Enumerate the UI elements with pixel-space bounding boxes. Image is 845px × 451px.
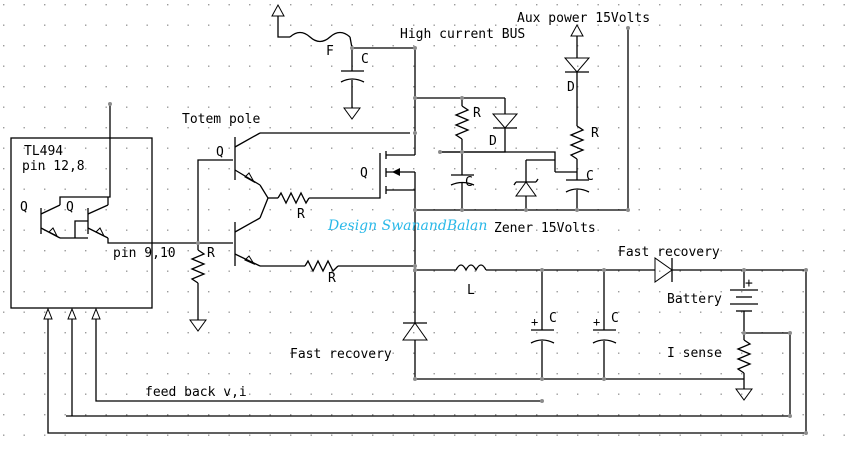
cropped-top-text: - - - <box>232 0 268 5</box>
mid-diode-label: D <box>489 134 497 149</box>
ground-i-sense <box>735 388 753 401</box>
output-capacitor-1-label: C <box>549 311 557 326</box>
battery-label: Battery <box>667 292 722 307</box>
aux-diode <box>563 57 591 73</box>
i-sense-label: I sense <box>667 346 722 361</box>
fuse <box>289 31 351 43</box>
ic-transistor-right-label: Q <box>66 200 74 215</box>
designer-watermark: Design SwanandBalan <box>327 218 487 234</box>
totem-resistor-lower <box>304 259 339 273</box>
junction-nodes <box>108 26 808 435</box>
i-sense-resistor <box>736 339 752 374</box>
output-capacitor-1-plus: + <box>531 315 538 329</box>
top-capacitor-label: C <box>361 52 369 67</box>
battery-plus: + <box>745 276 753 291</box>
feedback-lines: feed back v,i <box>47 319 807 434</box>
mid-capacitor-label: C <box>465 175 473 190</box>
zener-label: Zener 15Volts <box>494 221 596 236</box>
tl494-block: TL494 pin 12,8 Q Q <box>10 104 153 320</box>
aux-power-label: Aux power 15Volts <box>517 11 650 26</box>
base-resistor-label: R <box>207 246 215 261</box>
inductor <box>455 264 487 272</box>
base-resistor <box>190 249 206 284</box>
pin-9-10-label: pin 9,10 <box>113 246 176 261</box>
feedback-label: feed back v,i <box>145 385 247 400</box>
aux-diode-label: D <box>567 80 575 95</box>
fast-recovery-bottom-label: Fast recovery <box>290 347 392 362</box>
ic-transistor-left-label: Q <box>20 200 28 215</box>
mid-resistor <box>454 105 470 140</box>
tl494-pins-label: pin 12,8 <box>22 159 85 174</box>
fuse-label: F <box>326 44 334 59</box>
drive-line: pin 9,10 R <box>113 159 233 332</box>
aux-resistor <box>569 125 585 160</box>
aux-resistor-label: R <box>591 126 599 141</box>
output-stage: L Fast recovery + Battery I sense C + C … <box>66 245 807 430</box>
tl494-label: TL494 <box>24 144 63 159</box>
mid-capacitor-plate-2 <box>450 181 475 186</box>
aux-capacitor-plate-2 <box>565 188 590 193</box>
totem-pole-label: Totem pole <box>182 112 260 127</box>
output-capacitor-1-plate-2 <box>530 339 555 344</box>
totem-pole: Totem pole Q R R <box>182 112 415 286</box>
top-capacitor-plate-2 <box>340 78 365 83</box>
ground-base <box>189 319 207 332</box>
totem-resistor-upper-label: R <box>297 207 305 222</box>
fast-recovery-diode-top <box>654 257 673 283</box>
totem-resistor-lower-label: R <box>328 271 336 286</box>
output-capacitor-2-label: C <box>611 311 619 326</box>
inductor-label: L <box>467 283 475 298</box>
totem-transistor-label: Q <box>216 145 224 160</box>
ground-top-capacitor <box>343 107 361 120</box>
ic-transistor-left <box>40 204 61 239</box>
mosfet: Q <box>360 151 416 194</box>
output-capacitor-2-plus: + <box>593 315 600 329</box>
high-current-bus-label: High current BUS <box>400 27 525 42</box>
aux-capacitor-label: C <box>586 169 594 184</box>
mosfet-label: Q <box>360 166 368 181</box>
output-capacitor-2-plate-2 <box>592 339 617 344</box>
fast-recovery-top-label: Fast recovery <box>618 245 720 260</box>
mid-resistor-label: R <box>473 106 481 121</box>
mid-diode <box>491 113 519 129</box>
fuse-input: F C <box>271 3 415 120</box>
totem-resistor-upper <box>277 191 310 205</box>
